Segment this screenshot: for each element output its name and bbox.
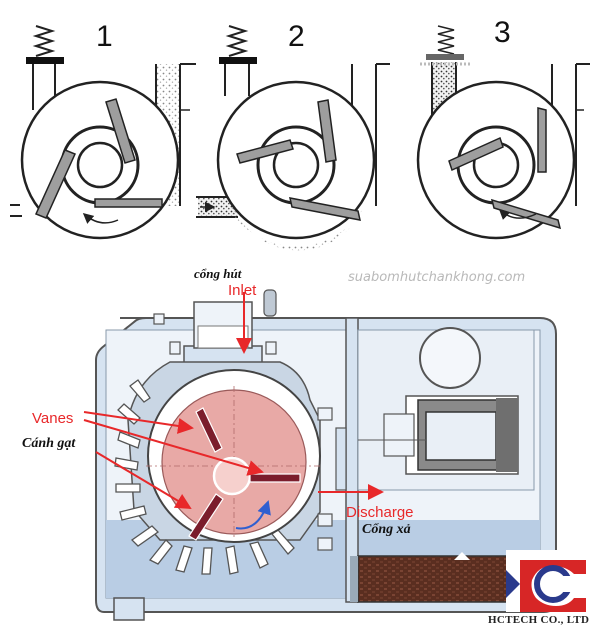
vane-top xyxy=(195,407,223,453)
valve-plate xyxy=(26,57,64,64)
rotation-arrow-icon xyxy=(235,500,271,530)
vane-bottom xyxy=(188,493,224,541)
valve-plate xyxy=(219,57,257,64)
spring-icon xyxy=(437,25,455,55)
stage-2-pump xyxy=(196,25,390,251)
spring-icon xyxy=(32,25,56,57)
stage-number-1: 1 xyxy=(96,20,113,53)
company-logo xyxy=(506,550,594,612)
vanes-label: Vanes xyxy=(32,410,74,427)
vanes xyxy=(188,407,301,541)
pump-cross-section xyxy=(95,289,557,621)
inlet-label: Inlet xyxy=(228,282,257,299)
stage-number-2: 2 xyxy=(288,20,305,53)
stage-1-pump xyxy=(10,25,196,240)
stage-3-pump xyxy=(416,25,590,240)
discharge-label: Discharge xyxy=(346,504,414,521)
spring-icon xyxy=(225,25,249,57)
vanes-label-vi: Cánh gạt xyxy=(22,436,76,451)
stage-number-3: 3 xyxy=(494,16,511,49)
vane-right xyxy=(249,473,301,483)
discharge-label-vi: Cổng xả xyxy=(362,522,411,537)
company-name: HCTECH CO., LTD xyxy=(488,614,590,626)
watermark: suabomhutchankhong.com xyxy=(348,270,526,285)
valve-plate xyxy=(426,54,464,60)
inlet-label-vi: cổng hút xyxy=(194,266,242,281)
